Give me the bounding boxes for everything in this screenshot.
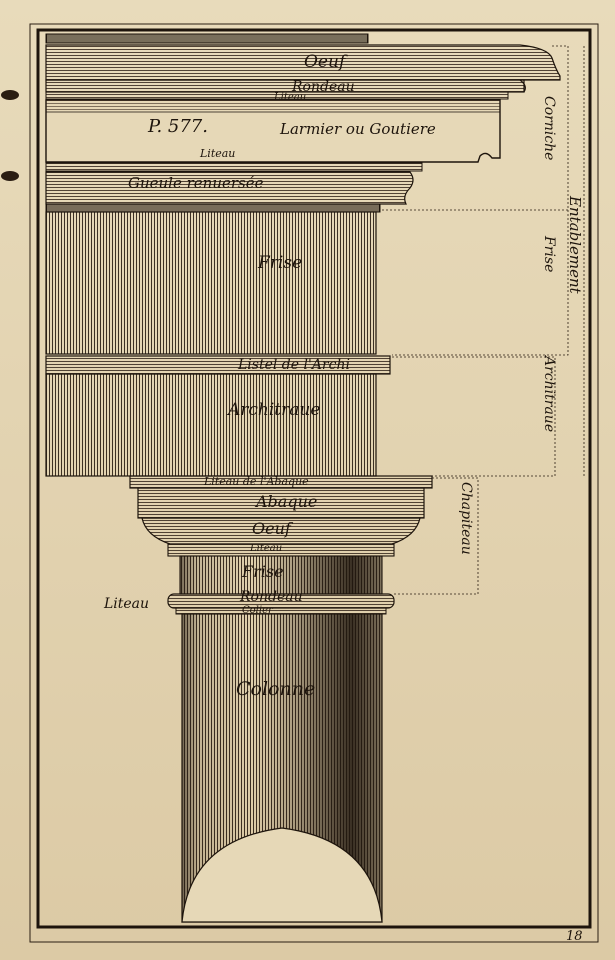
page-number: 18 <box>566 929 583 944</box>
label-colonne: Colonne <box>236 678 316 700</box>
inner-frame <box>36 28 592 929</box>
label-abaque: Abaque <box>256 492 318 511</box>
label-liteau-mid: Liteau <box>200 147 236 160</box>
label-rondeau-cap: Rondeau <box>240 589 303 605</box>
label-colier: Colier <box>242 605 273 616</box>
side-label-corniche: Corniche <box>541 96 557 161</box>
outer-frame <box>29 23 599 943</box>
side-label-architraue: Architraue <box>541 356 557 433</box>
label-frise: Frise <box>258 253 303 273</box>
side-label-frise: Frise <box>541 236 557 273</box>
label-liteau-cap: Liteau <box>250 543 283 554</box>
label-listel: Listel de l'Archi <box>238 357 350 373</box>
label-liteau-left: Liteau <box>104 596 150 612</box>
label-architraue: Architraue <box>228 400 321 420</box>
label-liteau-abaque: Liteau de l'Abaque <box>204 475 309 488</box>
label-oeuf-top: Oeuf <box>304 52 346 72</box>
plate-reference: P. 577. <box>148 116 208 137</box>
side-label-chapiteau: Chapiteau <box>458 482 474 555</box>
label-larmier: Larmier ou Goutiere <box>280 120 436 138</box>
label-frise-cap: Frise <box>242 562 284 581</box>
label-oeuf-cap: Oeuf <box>252 519 291 538</box>
label-rondeau-top: Rondeau <box>292 79 355 95</box>
label-gueule: Gueule renuersée <box>128 174 264 192</box>
label-liteau-top: Liteau <box>274 92 307 103</box>
side-label-entablement: Entablement <box>566 196 584 294</box>
